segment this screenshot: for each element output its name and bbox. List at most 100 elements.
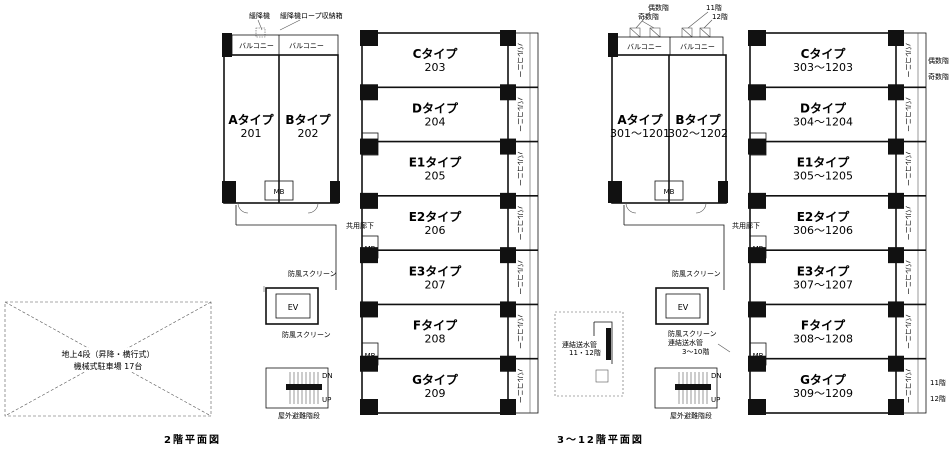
- floor3-caption: 3～12階平面図: [557, 433, 644, 446]
- up-label-2f: UP: [322, 396, 331, 404]
- f2-balcony-label-3: バルコニー: [516, 151, 524, 186]
- rope-box-label: 緩降機ロープ収納箱: [280, 11, 343, 20]
- f2-unit-type-7: Gタイプ: [412, 372, 459, 387]
- f3-unit-type-6: Fタイプ: [801, 318, 846, 333]
- pipe2-line2: 3～10階: [682, 347, 709, 356]
- unit-a-type-3f: Aタイプ: [617, 112, 663, 127]
- f2-unit-number-7: 209: [425, 387, 446, 400]
- odd-floor-label-right: 奇数階: [928, 72, 949, 81]
- f2-unit-number-2: 204: [425, 115, 446, 128]
- unit-a-type: Aタイプ: [228, 112, 274, 127]
- f2-balcony-label-5: バルコニー: [516, 260, 524, 295]
- mb-ab: [264, 180, 294, 201]
- hatch-boxes-top: [629, 27, 711, 38]
- f2-unit-type-6: Fタイプ: [413, 318, 458, 333]
- balcony-b-label: バルコニー: [289, 42, 324, 50]
- f2-unit-number-6: 208: [425, 333, 446, 346]
- unit-b-number-3f: 302～1202: [668, 127, 728, 140]
- unit-b-type-3f: Bタイプ: [675, 112, 721, 127]
- f3-unit-number-5: 307～1207: [793, 278, 853, 291]
- unit-b-number: 202: [298, 127, 319, 140]
- f3-unit-type-1: Cタイプ: [801, 46, 847, 61]
- f2-balcony-label-4: バルコニー: [516, 206, 524, 241]
- odd-floor-label-top: 奇数階: [638, 12, 659, 21]
- balcony-b-label-3f: バルコニー: [680, 43, 715, 51]
- floor11-label-top: 11階: [706, 3, 722, 12]
- f3-unit-number-3: 305～1205: [793, 170, 853, 183]
- parking-label-line2: 機械式駐車場 17台: [74, 361, 143, 371]
- ev-label-2f: EV: [288, 303, 299, 312]
- elevator-3f: [655, 287, 709, 325]
- wind-screen-label-2f-bottom: 防風スクリーン: [282, 330, 331, 339]
- f2-unit-type-4: E2タイプ: [409, 209, 463, 224]
- f3-unit-number-2: 304～1204: [793, 115, 853, 128]
- descender-label: 緩降機: [249, 11, 270, 20]
- dn-label-3f: DN: [711, 372, 722, 380]
- f2-unit-type-5: E3タイプ: [409, 263, 463, 278]
- f3-unit-type-4: E2タイプ: [797, 209, 851, 224]
- even-floor-label-top: 偶数階: [648, 3, 669, 12]
- f3-balcony-label-2: バルコニー: [904, 97, 912, 132]
- even-floor-label-right: 偶数階: [928, 56, 949, 65]
- parking-label-line1: 地上4段（昇降・横行式）: [61, 349, 154, 359]
- stairs-label-2f: 屋外避難階段: [278, 411, 320, 420]
- up-label-3f: UP: [711, 396, 720, 404]
- wind-screen-label-2f-top: 防風スクリーン: [288, 269, 337, 278]
- f2-unit-type-3: E1タイプ: [409, 155, 463, 170]
- unit-a-b-block: [223, 54, 339, 204]
- f3-balcony-label-4: バルコニー: [904, 206, 912, 241]
- stairs-2f: [265, 367, 329, 409]
- mb-ab-label: MB: [274, 188, 285, 196]
- pipe-line1: 連結送水管: [562, 340, 597, 349]
- floor2-plan: 緩降機 緩降機ロープ収納箱 バルコニー バルコニー MB Aタイプ 201 Bタ…: [164, 11, 539, 446]
- f2-balcony-label-7: バルコニー: [516, 368, 524, 403]
- floor2-caption: 2階平面図: [164, 433, 221, 446]
- f2-unit-number-3: 205: [425, 170, 446, 183]
- floor11-label-right: 11階: [930, 378, 946, 387]
- f3-unit-type-2: Dタイプ: [800, 100, 847, 115]
- f3-balcony-label-3: バルコニー: [904, 151, 912, 186]
- pipe-detail-box: [554, 311, 624, 397]
- wind-screen-label-3f-bottom: 防風スクリーン: [668, 329, 717, 338]
- ev-label-3f: EV: [678, 303, 689, 312]
- f2-unit-number-4: 206: [425, 224, 446, 237]
- f3-balcony-label-1: バルコニー: [904, 43, 912, 78]
- f3-unit-type-7: Gタイプ: [800, 372, 847, 387]
- floor12-label-right: 12階: [930, 394, 946, 403]
- dn-label-2f: DN: [322, 372, 333, 380]
- floor3-12-plan: 偶数階 奇数階 11階 12階 バルコニー バルコニー MB Aタイプ 301～…: [554, 3, 949, 446]
- corridor-label-3f: 共用廊下: [732, 221, 760, 230]
- f2-unit-number-1: 203: [425, 61, 446, 74]
- floor12-label-top: 12階: [712, 12, 728, 21]
- pipe2-line1: 連結送水管: [668, 338, 703, 347]
- wind-screen-label-3f-top: 防風スクリーン: [672, 269, 721, 278]
- f2-unit-type-2: Dタイプ: [412, 100, 459, 115]
- f3-unit-type-3: E1タイプ: [797, 155, 851, 170]
- stairs-label-3f: 屋外避難階段: [670, 411, 712, 420]
- unit-b-type: Bタイプ: [285, 112, 331, 127]
- f3-unit-number-4: 306～1206: [793, 224, 853, 237]
- corridor-label-2f: 共用廊下: [346, 221, 374, 230]
- f2-balcony-label-6: バルコニー: [516, 314, 524, 349]
- f2-balcony-label-2: バルコニー: [516, 97, 524, 132]
- mb-ab-3f-label: MB: [664, 188, 675, 196]
- f2-unit-number-5: 207: [425, 278, 446, 291]
- f3-unit-number-1: 303～1203: [793, 61, 853, 74]
- balcony-a-label-3f: バルコニー: [627, 43, 662, 51]
- stairs-3f: [654, 367, 718, 409]
- unit-a-number: 201: [241, 127, 262, 140]
- unit-a-number-3f: 301～1201: [610, 127, 670, 140]
- parking-area: 地上4段（昇降・横行式） 機械式駐車場 17台: [4, 301, 212, 417]
- pipe-line2: 11・12階: [569, 348, 601, 357]
- balcony-a-label: バルコニー: [239, 42, 274, 50]
- elevator-2f: [265, 287, 319, 325]
- f2-balcony-label-1: バルコニー: [516, 43, 524, 78]
- f3-unit-type-5: E3タイプ: [797, 263, 851, 278]
- f3-balcony-label-6: バルコニー: [904, 314, 912, 349]
- f3-unit-number-6: 308～1208: [793, 333, 853, 346]
- descender-box: [255, 27, 266, 38]
- f3-balcony-label-5: バルコニー: [904, 260, 912, 295]
